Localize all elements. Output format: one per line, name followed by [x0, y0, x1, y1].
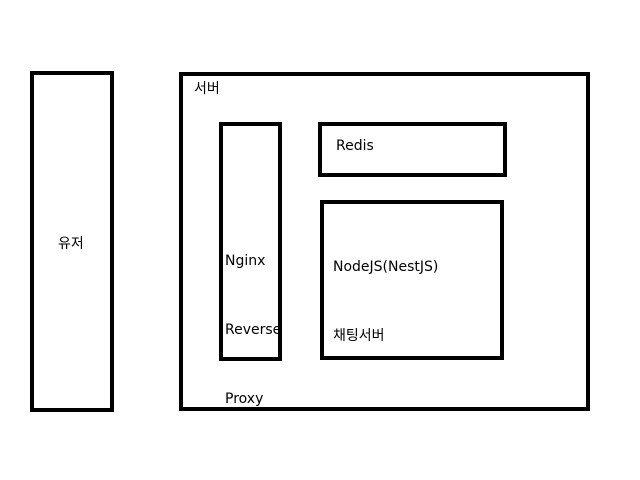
- nginx-box: Nginx Reverse Proxy: [219, 122, 282, 407]
- nodejs-box: NodeJS(NestJS) 채팅서버: [320, 200, 504, 360]
- user-box: 유저: [30, 71, 114, 412]
- nginx-line: Proxy: [225, 391, 264, 407]
- user-label: 유저: [58, 236, 84, 252]
- nodejs-line: NodeJS(NestJS): [333, 259, 439, 275]
- redis-box: Redis: [318, 122, 507, 177]
- nginx-label: Nginx Reverse Proxy: [225, 204, 281, 457]
- redis-label: Redis: [336, 138, 374, 154]
- nodejs-label: NodeJS(NestJS) 채팅서버: [333, 210, 438, 394]
- server-label: 서버: [194, 81, 220, 97]
- nginx-line: Reverse: [225, 322, 282, 338]
- nginx-line: Nginx: [225, 253, 266, 269]
- nodejs-line: 채팅서버: [333, 328, 385, 344]
